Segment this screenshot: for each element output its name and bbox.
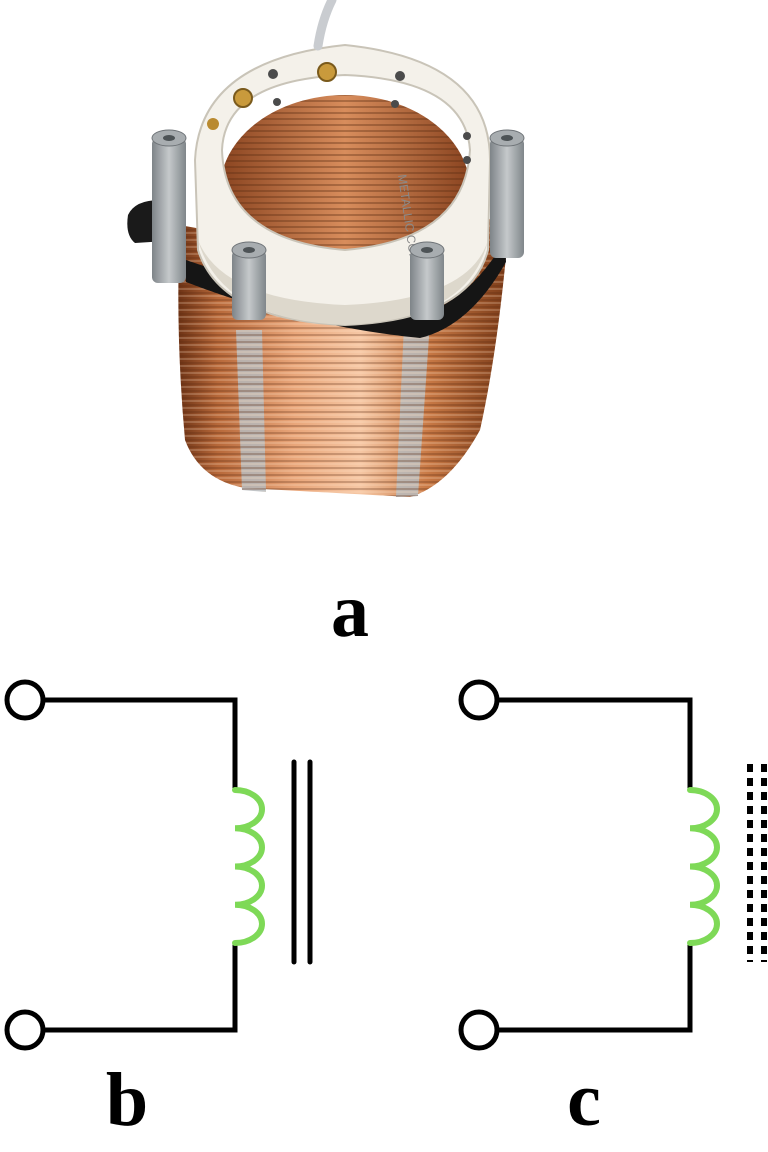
brass-screw xyxy=(317,62,337,82)
ring-hole xyxy=(268,69,278,79)
wire-top xyxy=(498,697,693,790)
terminal xyxy=(4,679,46,721)
brass-screw xyxy=(233,88,253,108)
wire-top xyxy=(41,697,238,793)
brass-screw xyxy=(207,118,219,130)
label-b: b xyxy=(106,1058,148,1142)
terminal xyxy=(458,1009,500,1051)
label-c: c xyxy=(567,1058,601,1142)
inductor-coil xyxy=(687,787,720,946)
coil-photo: METALLIC CONDUIT xyxy=(127,0,525,497)
spacer-rod xyxy=(231,241,267,320)
spacer-rod xyxy=(409,241,445,320)
label-a: a xyxy=(331,569,369,653)
ring-hole xyxy=(395,71,405,81)
wire-bottom xyxy=(498,943,693,1033)
wire-bottom xyxy=(41,940,238,1033)
ring-hole xyxy=(463,132,471,140)
spacer-rod xyxy=(489,129,525,258)
terminal xyxy=(458,679,500,721)
circuit-c xyxy=(458,679,767,1051)
lead-cable xyxy=(313,0,337,51)
ring-hole xyxy=(273,98,281,106)
spacer-rod xyxy=(151,129,187,283)
ring-hole xyxy=(463,156,471,164)
inductor-coil xyxy=(232,787,265,946)
terminal xyxy=(4,1009,46,1051)
ring-hole xyxy=(391,100,399,108)
circuit-b xyxy=(4,679,313,1051)
